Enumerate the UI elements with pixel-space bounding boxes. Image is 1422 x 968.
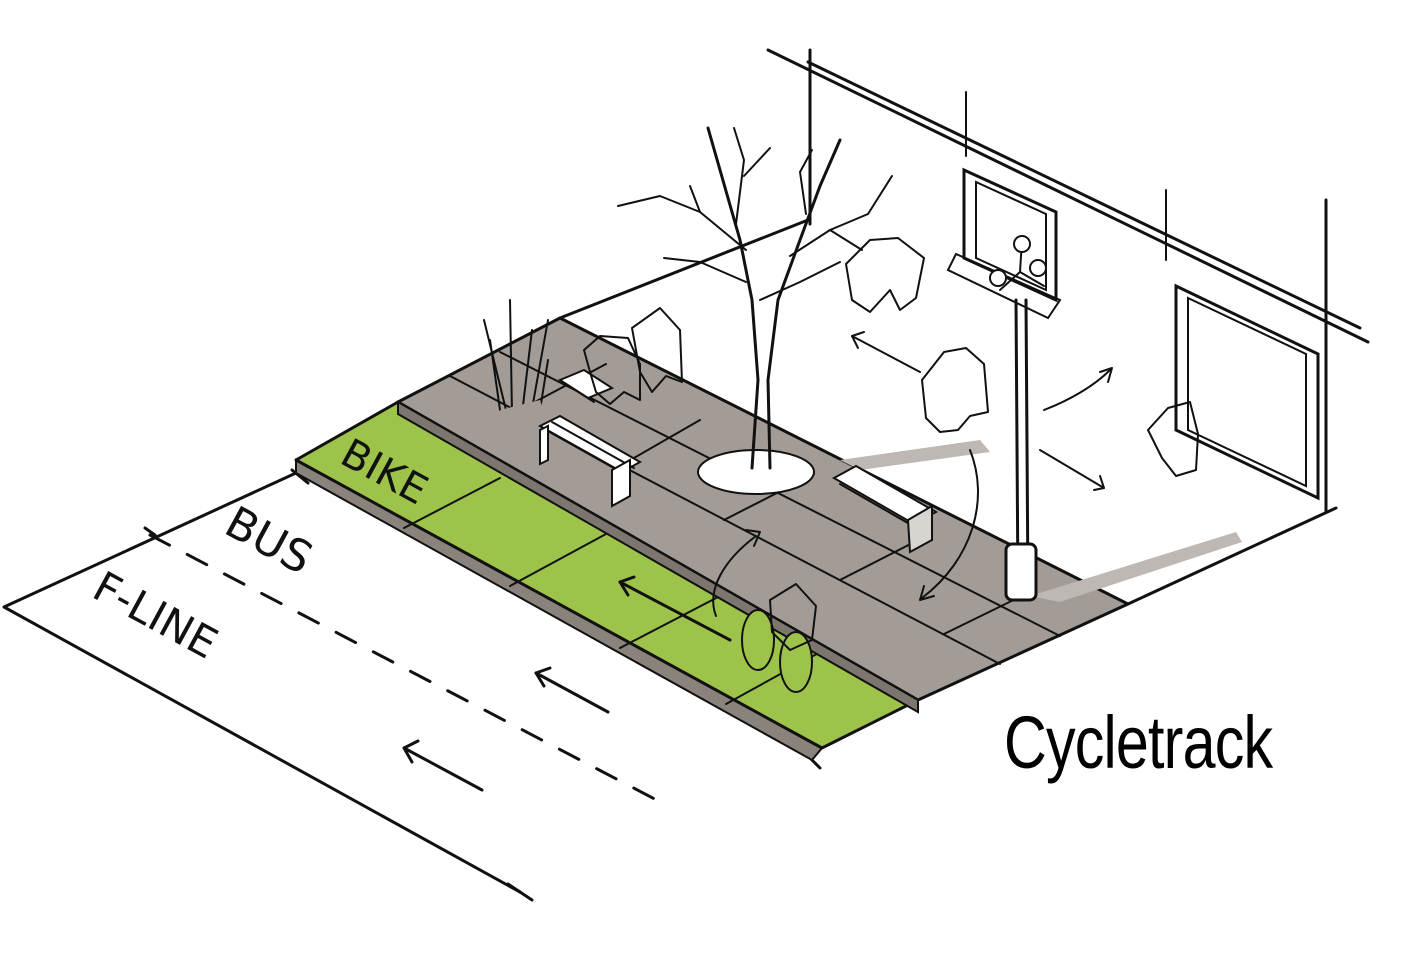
- pedestrian-icon: [583, 307, 683, 405]
- arrow-left-icon: [618, 575, 732, 642]
- pedestrian-icon: [845, 237, 925, 313]
- lane-divider: [148, 533, 670, 808]
- cyclist-icon: [741, 583, 817, 693]
- building-facade: [558, 48, 1370, 606]
- movement-arrows: [712, 331, 1113, 617]
- arrow-left-icon: [402, 739, 484, 792]
- roadway: [2, 468, 822, 902]
- street-lamp-icon: [989, 235, 1047, 602]
- pedestrian-icon: [1147, 401, 1199, 477]
- bench-icon: [537, 414, 643, 508]
- planter-icon: [483, 299, 550, 432]
- diagram-title: Cycletrack: [1004, 701, 1273, 784]
- tree-icon: [617, 126, 893, 470]
- arrow-left-icon: [534, 666, 610, 714]
- pedestrian-icon: [921, 347, 989, 433]
- bench-icon: [557, 368, 615, 403]
- bench-icon: [831, 464, 939, 554]
